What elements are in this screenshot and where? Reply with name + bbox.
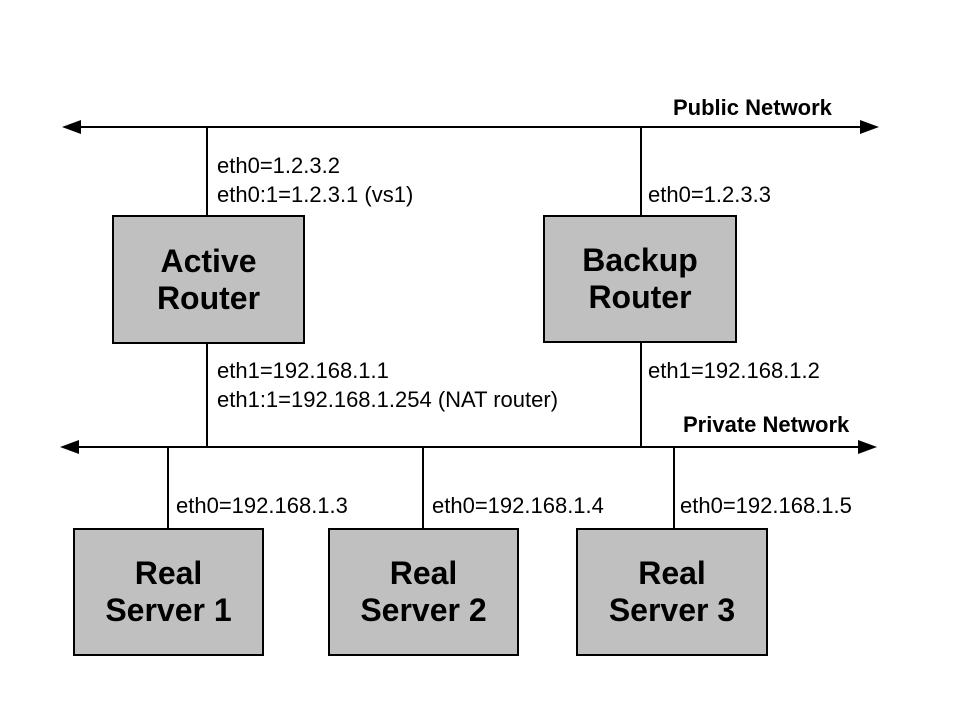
link-public-to-active-router xyxy=(206,127,208,216)
real-server3-node: Real Server 3 xyxy=(576,528,768,656)
backup-router-title-line2: Router xyxy=(588,279,692,315)
active-router-private-iface-1: eth1=192.168.1.1 xyxy=(217,358,389,383)
server1-iface: eth0=192.168.1.3 xyxy=(176,493,348,518)
server1-title-line2: Server 1 xyxy=(105,592,232,628)
active-router-public-iface-2: eth0:1=1.2.3.1 (vs1) xyxy=(217,182,414,207)
active-router-public-iface-1: eth0=1.2.3.2 xyxy=(217,153,340,178)
server3-title-line2: Server 3 xyxy=(608,592,736,628)
real-server2-node: Real Server 2 xyxy=(328,528,519,656)
active-router-title-line2: Router xyxy=(156,279,261,316)
public-network-label: Public Network xyxy=(673,95,832,120)
backup-router-title-line1: Backup xyxy=(582,242,698,278)
link-public-to-backup-router xyxy=(640,127,642,216)
link-backup-router-to-private xyxy=(640,342,642,447)
server3-title-line1: Real xyxy=(638,555,706,591)
private-network-bus xyxy=(68,446,868,448)
public-network-bus xyxy=(70,126,874,128)
private-bus-arrow-right-icon xyxy=(858,440,877,454)
real-server1-node: Real Server 1 xyxy=(73,528,264,656)
link-private-to-server3 xyxy=(673,447,675,528)
backup-router-public-iface-1: eth0=1.2.3.3 xyxy=(648,182,771,207)
public-bus-arrow-left-icon xyxy=(62,120,81,134)
private-bus-arrow-left-icon xyxy=(60,440,79,454)
private-network-label: Private Network xyxy=(683,412,850,437)
link-active-router-to-private xyxy=(206,343,208,447)
backup-router-node: Backup Router xyxy=(543,215,737,343)
server2-title-line1: Real xyxy=(389,555,458,591)
server3-iface: eth0=192.168.1.5 xyxy=(680,493,852,518)
public-bus-arrow-right-icon xyxy=(860,120,879,134)
server2-iface: eth0=192.168.1.4 xyxy=(432,493,604,518)
link-private-to-server2 xyxy=(422,447,424,528)
backup-router-private-iface-1: eth1=192.168.1.2 xyxy=(648,358,820,383)
active-router-private-iface-2: eth1:1=192.168.1.254 (NAT router) xyxy=(217,387,559,412)
active-router-title-line1: Active xyxy=(160,242,257,279)
server2-title-line2: Server 2 xyxy=(360,592,487,628)
server1-title-line1: Real xyxy=(134,555,203,591)
link-private-to-server1 xyxy=(167,447,169,528)
active-router-node: Active Router xyxy=(112,215,305,344)
